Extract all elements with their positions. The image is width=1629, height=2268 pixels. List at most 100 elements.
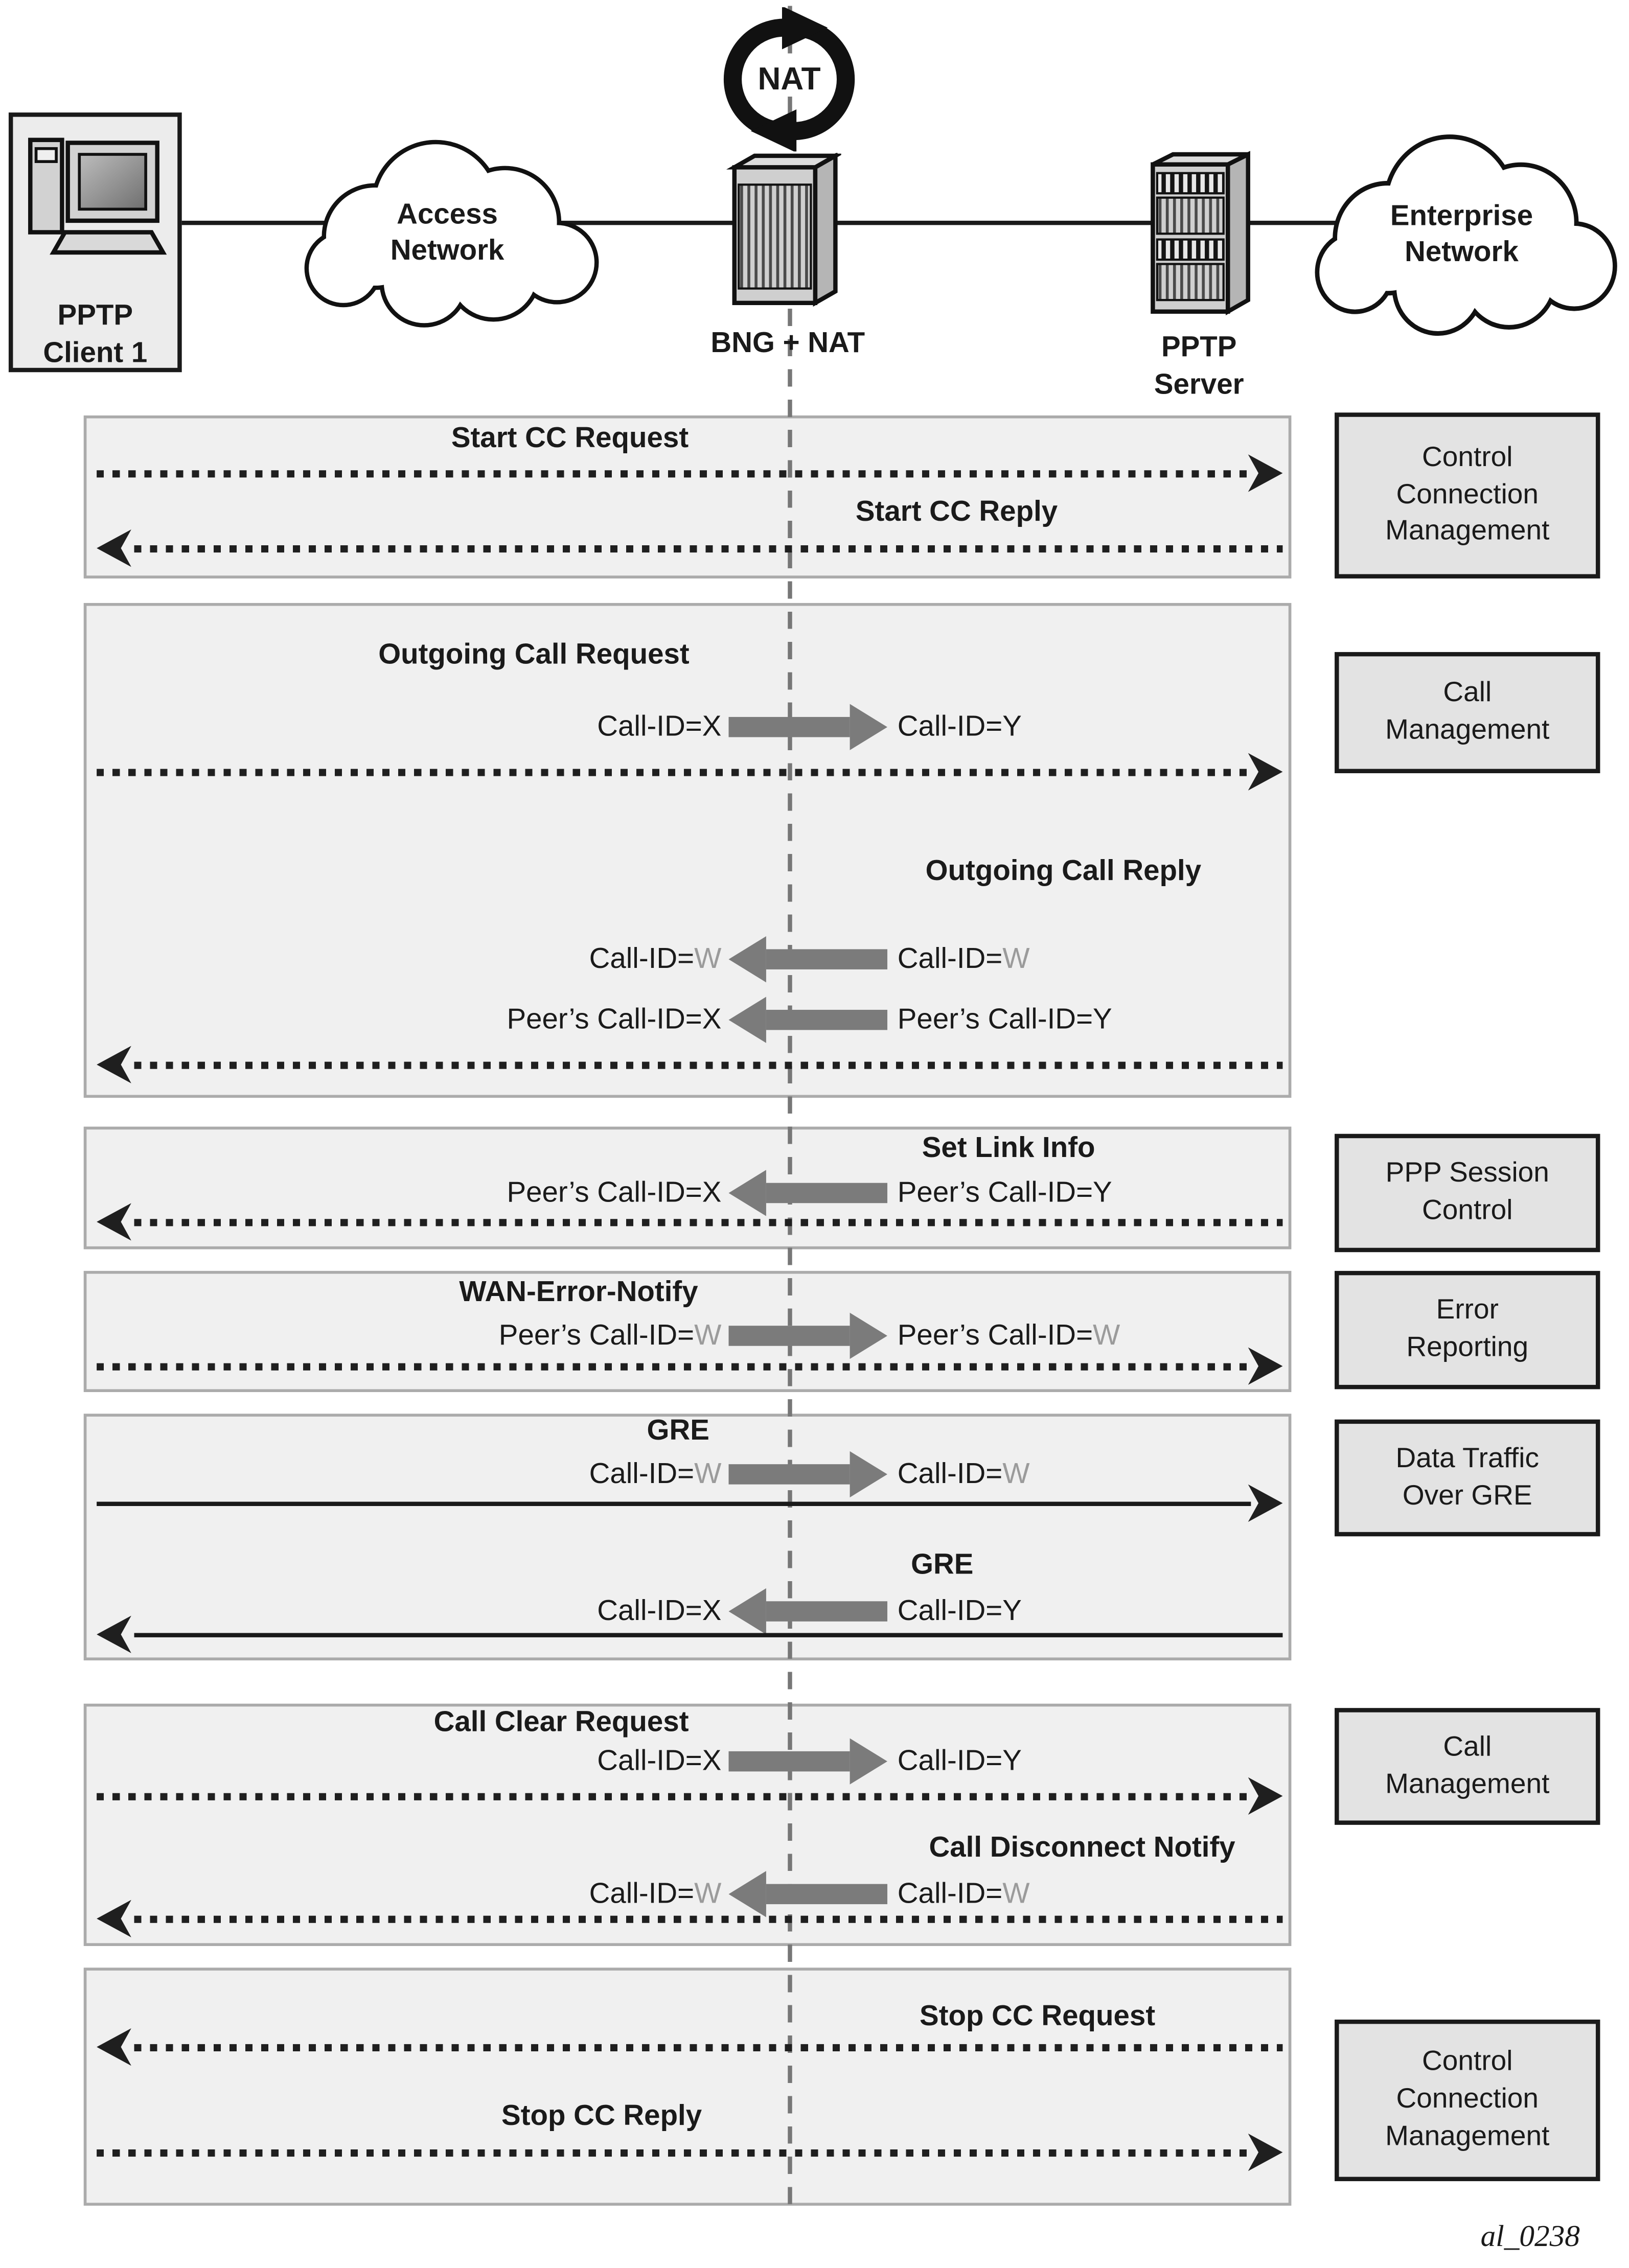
nat-dashed-lifeline — [788, 6, 792, 2207]
map-value: X — [702, 1004, 722, 1036]
pptp-client-label-line2: Client 1 — [43, 337, 148, 369]
access-network-label-line2: Network — [390, 235, 504, 267]
map-prefix: Call-ID= — [597, 1745, 702, 1777]
map-prefix: Peer’s Call-ID= — [897, 1320, 1093, 1352]
desktop-computer-icon — [28, 137, 167, 255]
nat-translate-arrow-right — [728, 1312, 888, 1359]
map-value: W — [1002, 1458, 1030, 1490]
map-prefix: Call-ID= — [597, 1595, 702, 1628]
enterprise-network-label-line1: Enterprise — [1390, 200, 1533, 233]
pptp-client-label: PPTP Client 1 — [13, 297, 177, 372]
map-value: X — [702, 1745, 722, 1777]
solid-arrow-left — [134, 1633, 1283, 1637]
map-right-label: Peer’s Call-ID=W — [898, 1315, 1290, 1356]
nat-translate-arrow-left — [728, 1588, 888, 1635]
pptp-server-label-line2: Server — [1154, 369, 1244, 401]
map-value: Y — [1002, 711, 1022, 743]
side-label-line: Connection — [1396, 2083, 1539, 2115]
dotted-arrow-right — [97, 1363, 1248, 1371]
side-label-data-traffic-over-gre: Data Traffic Over GRE — [1335, 1419, 1600, 1537]
dotted-arrow-left — [134, 1219, 1283, 1226]
map-left-label: Peer’s Call-ID=X — [84, 1000, 722, 1040]
map-prefix: Peer’s Call-ID= — [897, 1004, 1093, 1036]
map-prefix: Call-ID= — [589, 1458, 695, 1490]
map-prefix: Peer’s Call-ID= — [507, 1177, 702, 1209]
map-value: X — [702, 1177, 722, 1209]
bng-router-icon — [726, 153, 841, 307]
map-prefix: Call-ID= — [897, 1458, 1003, 1490]
map-value: X — [702, 711, 722, 743]
map-value: W — [694, 1458, 722, 1490]
nat-cycle-icon — [723, 7, 855, 152]
side-label-line: Management — [1385, 515, 1550, 547]
nat-translate-arrow-right — [728, 1451, 888, 1498]
side-label-line: Reporting — [1406, 1331, 1529, 1363]
msg-title-stop-cc-request: Stop CC Request — [920, 2001, 1156, 2033]
map-value: W — [1002, 943, 1030, 976]
side-label-line: PPP Session — [1385, 1157, 1549, 1189]
dotted-arrow-left — [134, 2044, 1283, 2052]
map-prefix: Call-ID= — [597, 711, 702, 743]
side-label-control-connection-management-2: Control Connection Management — [1335, 2019, 1600, 2182]
pptp-server-icon — [1151, 151, 1250, 316]
section-box-gre-traffic — [83, 1414, 1292, 1661]
section-box-call-clear — [83, 1703, 1292, 1946]
map-left-label: Call-ID=X — [84, 707, 722, 747]
map-prefix: Call-ID= — [897, 1595, 1003, 1628]
side-label-line: Control — [1422, 2046, 1513, 2078]
section-box-set-link-info — [83, 1126, 1292, 1249]
enterprise-network-cloud-icon: Enterprise Network — [1296, 130, 1627, 340]
msg-title-start-cc-reply: Start CC Reply — [855, 496, 1058, 528]
map-value: Y — [1002, 1595, 1022, 1628]
map-value: W — [694, 1320, 722, 1352]
dotted-arrow-right — [97, 769, 1248, 776]
map-value: Y — [1002, 1745, 1022, 1777]
map-left-label: Peer’s Call-ID=W — [84, 1315, 722, 1356]
side-label-line: Error — [1436, 1294, 1499, 1326]
map-prefix: Call-ID= — [897, 1878, 1003, 1910]
side-label-line: Over GRE — [1402, 1479, 1532, 1511]
map-right-label: Peer’s Call-ID=Y — [898, 1173, 1290, 1213]
msg-title-stop-cc-reply: Stop CC Reply — [501, 2100, 702, 2133]
pptp-client-box: PPTP Client 1 — [8, 112, 182, 373]
side-label-call-management-1: Call Management — [1335, 652, 1600, 774]
map-left-label: Peer’s Call-ID=X — [84, 1173, 722, 1213]
map-right-label: Call-ID=W — [898, 1454, 1290, 1494]
map-right-label: Call-ID=W — [898, 1874, 1290, 1914]
solid-arrow-right — [97, 1501, 1251, 1507]
map-value: Y — [1093, 1004, 1112, 1036]
map-value: W — [694, 1878, 722, 1910]
pptp-client-label-line1: PPTP — [57, 300, 133, 332]
map-value: X — [702, 1595, 722, 1628]
access-network-label-line1: Access — [397, 199, 498, 231]
map-prefix: Call-ID= — [589, 1878, 695, 1910]
nat-translate-arrow-right — [728, 1738, 888, 1785]
nat-translate-arrow-left — [728, 936, 888, 983]
msg-title-gre-downstream: GRE — [911, 1549, 974, 1581]
section-box-wan-error — [83, 1270, 1292, 1393]
map-left-label: Call-ID=W — [84, 1454, 722, 1494]
enterprise-network-label-line2: Network — [1405, 236, 1519, 269]
msg-title-gre-upstream: GRE — [647, 1415, 709, 1447]
map-prefix: Call-ID= — [897, 711, 1003, 743]
map-left-label: Call-ID=X — [84, 1741, 722, 1781]
side-label-error-reporting: Error Reporting — [1335, 1270, 1600, 1390]
msg-title-call-disconnect-notify: Call Disconnect Notify — [929, 1832, 1235, 1864]
map-left-label: Call-ID=X — [84, 1591, 722, 1632]
map-value: W — [1002, 1878, 1030, 1910]
enterprise-network-label: Enterprise Network — [1296, 130, 1627, 340]
nat-translate-arrow-left — [728, 1871, 888, 1917]
dotted-arrow-right — [97, 2149, 1248, 2157]
map-value: W — [694, 943, 722, 976]
map-prefix: Call-ID= — [897, 943, 1003, 976]
section-box-cc-stop — [83, 1968, 1292, 2206]
dotted-arrow-left — [134, 545, 1283, 553]
nat-translate-arrow-left — [728, 997, 888, 1043]
map-prefix: Call-ID= — [589, 943, 695, 976]
pptp-server-label-line1: PPTP — [1161, 332, 1237, 364]
msg-title-call-clear-request: Call Clear Request — [433, 1706, 689, 1739]
side-label-call-management-2: Call Management — [1335, 1708, 1600, 1825]
map-prefix: Peer’s Call-ID= — [498, 1320, 695, 1352]
